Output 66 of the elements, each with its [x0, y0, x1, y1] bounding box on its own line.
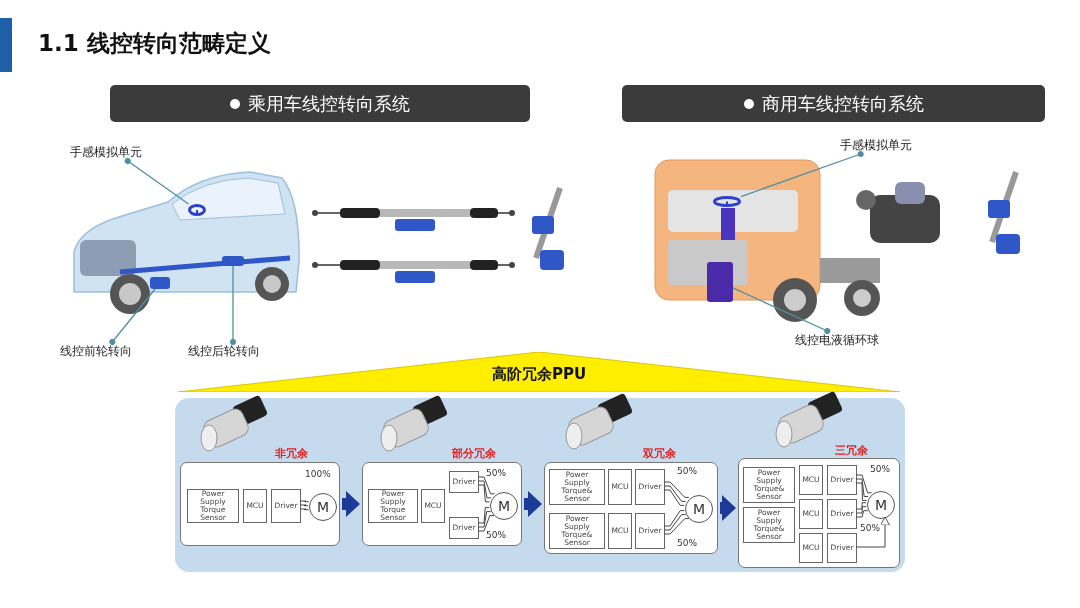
- redundancy-label: 部分冗余: [452, 446, 496, 461]
- percent-label: 50%: [860, 523, 880, 533]
- redundancy-label: 非冗余: [275, 446, 308, 461]
- chevron-arrow: [342, 491, 360, 517]
- connector-line: [663, 489, 685, 506]
- connector-line: [855, 506, 867, 514]
- redundancy-label: 双冗余: [643, 446, 676, 461]
- percent-label: 50%: [677, 466, 697, 476]
- block-diagram-box: [180, 462, 340, 546]
- connector-line: [477, 507, 490, 524]
- leader-line: [740, 151, 864, 198]
- header-text: 乘用车线控转向系统: [248, 91, 410, 116]
- connector-line: [299, 508, 309, 511]
- percent-label: 50%: [870, 464, 890, 474]
- block-diagram-box: [362, 462, 522, 546]
- percent-label: 50%: [486, 468, 506, 478]
- chevron-arrow: [524, 491, 542, 517]
- block-diagram-box: [738, 458, 900, 568]
- leader-line: [109, 288, 156, 345]
- connector-line: [663, 481, 690, 498]
- motor-circle: M: [867, 491, 895, 519]
- connector-line: [477, 484, 490, 503]
- connector-line: [299, 504, 309, 507]
- header-band: [110, 85, 530, 122]
- connector-line: [663, 485, 687, 502]
- leader-line: [230, 265, 236, 345]
- leader-line: [124, 158, 190, 205]
- connector-line: [855, 482, 867, 501]
- percent-label: 50%: [677, 538, 697, 548]
- connector-line: [855, 478, 869, 497]
- banner-text: 高阶冗余PPU: [490, 365, 588, 384]
- connector-line: [477, 476, 496, 495]
- redundancy-label: 三冗余: [835, 443, 868, 458]
- leader-line: [732, 287, 831, 334]
- connector-line: [663, 518, 690, 535]
- connector-line: [477, 515, 495, 532]
- steering-actuator-icon: [150, 277, 170, 289]
- steering-actuator-icon: [222, 256, 244, 266]
- motor-circle: M: [490, 492, 518, 520]
- connector-line: [663, 510, 685, 527]
- callout-label: 线控前轮转向: [60, 342, 150, 360]
- percent-label: 50%: [486, 530, 506, 540]
- callout-label: 手感模拟单元: [840, 136, 932, 154]
- header-text: 商用车线控转向系统: [761, 91, 924, 116]
- connector-line: [299, 500, 310, 503]
- motor-circle: M: [309, 493, 337, 521]
- block-diagram-box: [544, 462, 718, 554]
- connector-line: [855, 510, 869, 518]
- motor-circle: M: [685, 495, 713, 523]
- callout-label: 手感模拟单元: [70, 143, 160, 161]
- chevron-arrow: [720, 495, 736, 521]
- connector-line: [855, 474, 873, 494]
- steering-gear-icon: [707, 262, 733, 302]
- panel: [175, 398, 905, 572]
- callout-label: 线控后轮转向: [188, 342, 278, 360]
- steering-wheel-icon: [188, 204, 206, 216]
- header-band: [622, 85, 1045, 122]
- slide-title: 1.1 线控转向范畴定义: [38, 29, 271, 58]
- callout-label: 线控电液循环球: [795, 331, 899, 349]
- connector-line: [855, 502, 867, 510]
- percent-label: 100%: [305, 469, 331, 479]
- connector-line: [663, 514, 687, 531]
- connector-line: [477, 511, 492, 528]
- steering-wheel-icon: [713, 196, 741, 207]
- arrow: [855, 516, 890, 548]
- connector-line: [477, 480, 492, 499]
